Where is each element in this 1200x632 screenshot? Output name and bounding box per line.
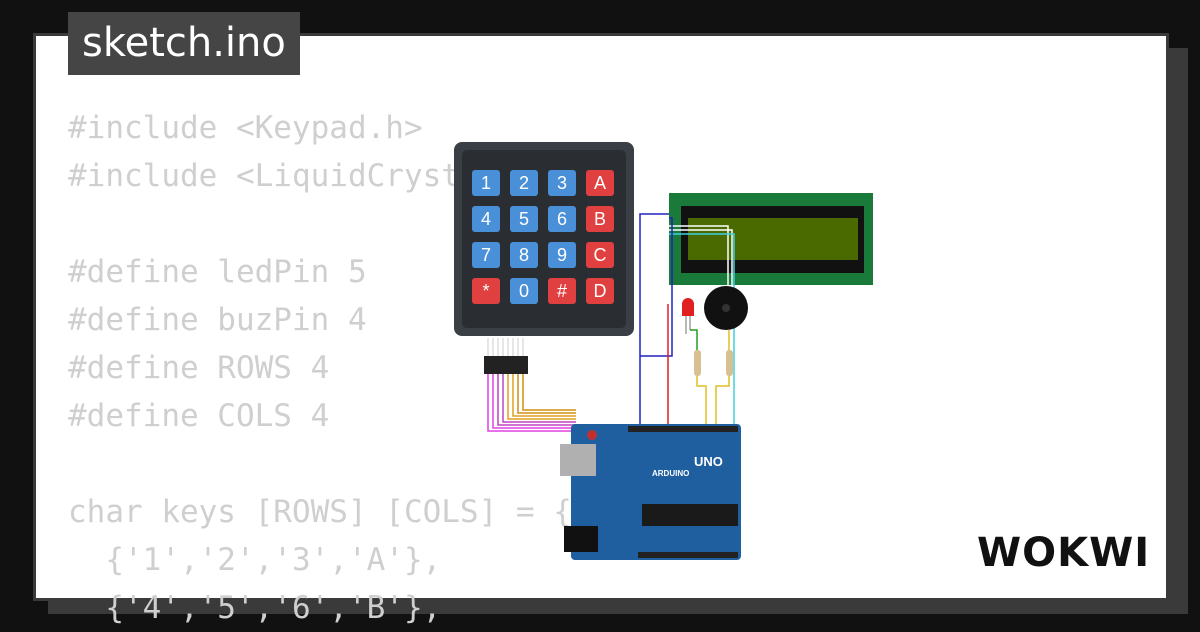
- keypad-face: [462, 150, 626, 328]
- keypad-key-label: 3: [557, 173, 567, 193]
- keypad-key-label: 5: [519, 209, 529, 229]
- resistor-buzzer: [726, 350, 733, 376]
- code-line: #include <Keypad.h>: [68, 110, 423, 146]
- power-jack: [564, 526, 598, 552]
- keypad-key[interactable]: [510, 170, 538, 196]
- usb-port: [560, 444, 596, 476]
- keypad-key[interactable]: [548, 206, 576, 232]
- keypad-key[interactable]: [586, 242, 614, 268]
- keypad-key[interactable]: [472, 278, 500, 304]
- keypad-key[interactable]: [510, 206, 538, 232]
- atmega-chip: [642, 504, 738, 526]
- arduino-model-label: UNO: [694, 454, 723, 469]
- keypad-header: [484, 356, 528, 374]
- keypad-key-label: 4: [481, 209, 491, 229]
- keypad-key-label: C: [594, 245, 607, 265]
- keypad-key-label: #: [557, 281, 567, 301]
- keypad-key[interactable]: [548, 242, 576, 268]
- keypad-key[interactable]: [510, 242, 538, 268]
- keypad-pins: [487, 338, 524, 356]
- code-line: #define buzPin 4: [68, 302, 367, 338]
- red-led: [682, 298, 694, 316]
- keypad-key[interactable]: [472, 170, 500, 196]
- wokwi-logo: WOKWI: [975, 526, 1155, 581]
- code-snippet: #include <Keypad.h> #include <LiquidCrys…: [68, 104, 572, 632]
- analog-header: [638, 552, 738, 558]
- keypad-key-label: 2: [519, 173, 529, 193]
- keypad-key[interactable]: [472, 242, 500, 268]
- lcd-screen: [688, 218, 858, 260]
- code-line: #define ledPin 5: [68, 254, 367, 290]
- code-line: #define ROWS 4: [68, 350, 330, 386]
- code-line: char keys [ROWS] [COLS] = {: [68, 494, 572, 530]
- keypad-key[interactable]: [548, 278, 576, 304]
- digital-header: [628, 426, 738, 432]
- keypad-key-label: 1: [481, 173, 491, 193]
- keypad-key[interactable]: [586, 170, 614, 196]
- keypad-key-label: 7: [481, 245, 491, 265]
- keypad-key-label: A: [594, 173, 606, 193]
- keypad-key[interactable]: [510, 278, 538, 304]
- keypad-key-label: *: [482, 281, 489, 301]
- resistor-led: [694, 350, 701, 376]
- circuit-diagram: 1 2 3 A 4 5 6 B 7 8 9 C * 0 # D: [454, 142, 873, 560]
- keypad-key-label: 6: [557, 209, 567, 229]
- keypad-key[interactable]: [472, 206, 500, 232]
- code-line: {'1','2','3','A'},: [68, 542, 442, 578]
- keypad-wires: [487, 374, 576, 432]
- preview-card: #include <Keypad.h> #include <LiquidCrys…: [33, 33, 1169, 626]
- reset-button: [587, 430, 597, 440]
- buzzer-hole: [722, 304, 730, 312]
- keypad-key[interactable]: [548, 170, 576, 196]
- keypad-key-label: D: [594, 281, 607, 301]
- keypad-key-label: 8: [519, 245, 529, 265]
- arduino-brand-label: ARDUINO: [652, 469, 689, 478]
- keypad-key-label: B: [594, 209, 606, 229]
- code-line: #define COLS 4: [68, 398, 330, 434]
- wokwi-logo-text: WOKWI: [977, 530, 1150, 576]
- keypad-key-label: 9: [557, 245, 567, 265]
- keypad-key[interactable]: [586, 206, 614, 232]
- keypad-key[interactable]: [586, 278, 614, 304]
- code-line: {'4','5','6','B'},: [68, 590, 442, 626]
- keypad-keys: 1 2 3 A 4 5 6 B 7 8 9 C * 0 # D: [472, 170, 614, 304]
- sketch-filename-tab: sketch.ino: [68, 12, 300, 75]
- keypad-key-label: 0: [519, 281, 529, 301]
